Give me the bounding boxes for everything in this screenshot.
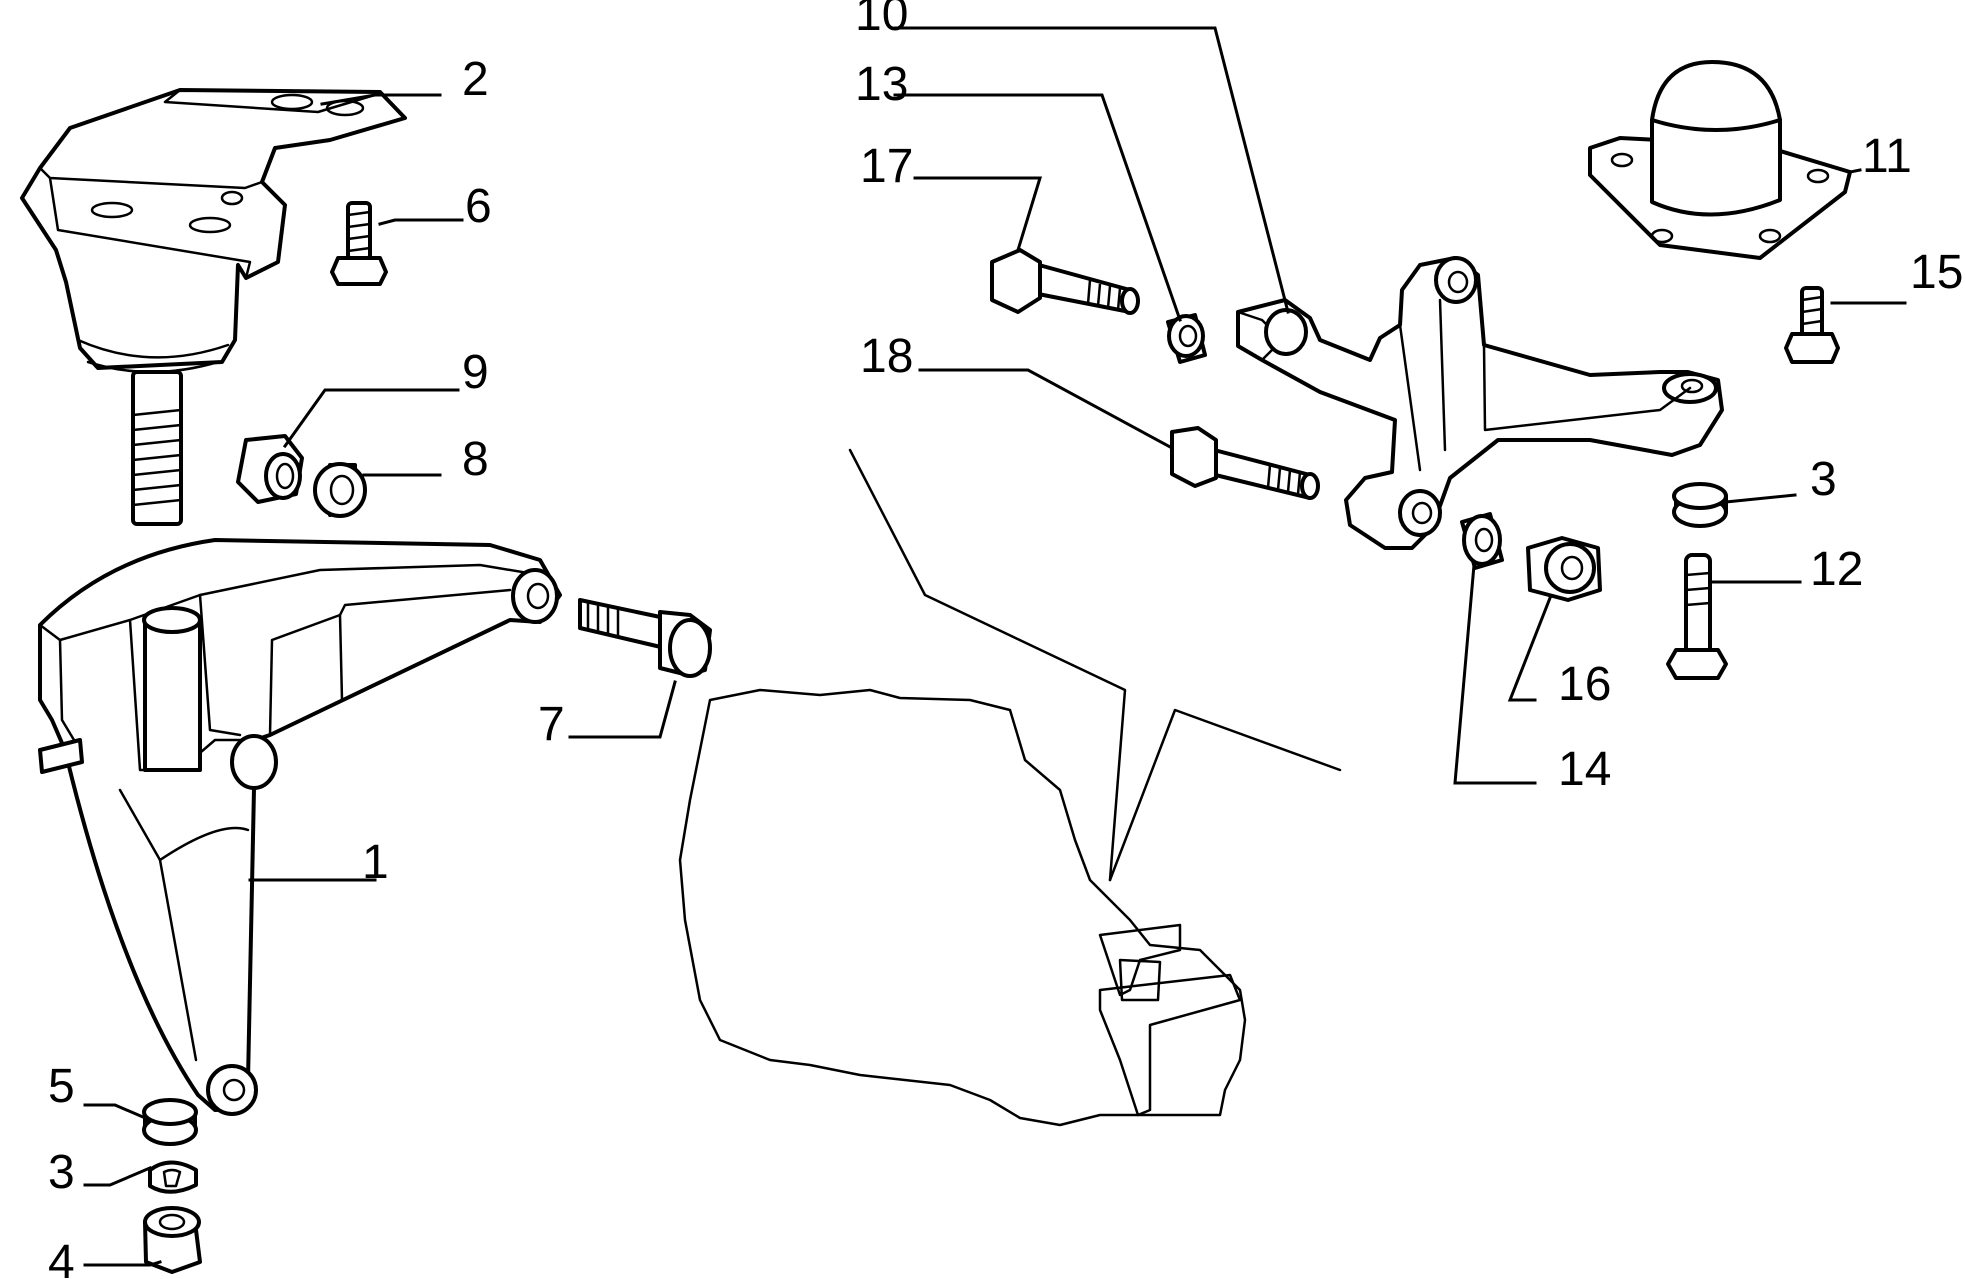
part-2-engine-mount (20, 88, 407, 526)
callout-12: 12 (1810, 543, 1863, 596)
callout-3-left: 3 (48, 1146, 75, 1199)
callout-13: 13 (855, 58, 908, 111)
callout-9: 9 (462, 346, 489, 399)
callout-2: 2 (462, 53, 489, 106)
callout-7: 7 (538, 698, 565, 751)
part-5-washer (142, 1098, 198, 1146)
callout-5: 5 (48, 1060, 75, 1113)
callout-3-right: 3 (1810, 453, 1837, 506)
leader-lines (83, 26, 1907, 1267)
callout-14: 14 (1558, 743, 1611, 796)
part-10-bracket (1236, 256, 1724, 550)
part-18-bolt (1170, 426, 1320, 500)
callout-18: 18 (860, 330, 913, 383)
part-8-washer (313, 462, 367, 518)
callout-15: 15 (1910, 246, 1963, 299)
part-15-bolt (1784, 286, 1840, 364)
part-3-washer-right (1672, 482, 1728, 528)
part-12-bolt (1666, 553, 1728, 680)
part-6-bolt (330, 201, 388, 286)
part-17-bolt (990, 248, 1140, 315)
part-1-bracket (38, 538, 562, 1116)
callout-17: 17 (860, 140, 913, 193)
callout-11: 11 (1862, 130, 1912, 183)
callout-16: 16 (1558, 658, 1611, 711)
callout-10: 10 (855, 0, 908, 41)
part-9-hex-nut (236, 434, 304, 504)
callout-6: 6 (465, 180, 492, 233)
callout-1: 1 (362, 836, 389, 889)
part-4-nut (143, 1206, 202, 1274)
callout-4: 4 (48, 1236, 75, 1279)
part-7-bolt (578, 598, 712, 678)
part-3-lock-washer-left (148, 1160, 198, 1194)
part-14-washer (1460, 512, 1504, 570)
part-11-rubber-mount (1588, 60, 1852, 260)
gearbox-context-outline (678, 448, 1342, 1127)
callout-labels: 2 6 9 8 1 7 5 3 4 10 13 17 18 11 15 3 12… (48, 0, 1963, 1279)
part-16-nut (1526, 536, 1602, 602)
part-13-washer (1166, 313, 1207, 364)
callout-8: 8 (462, 433, 489, 486)
